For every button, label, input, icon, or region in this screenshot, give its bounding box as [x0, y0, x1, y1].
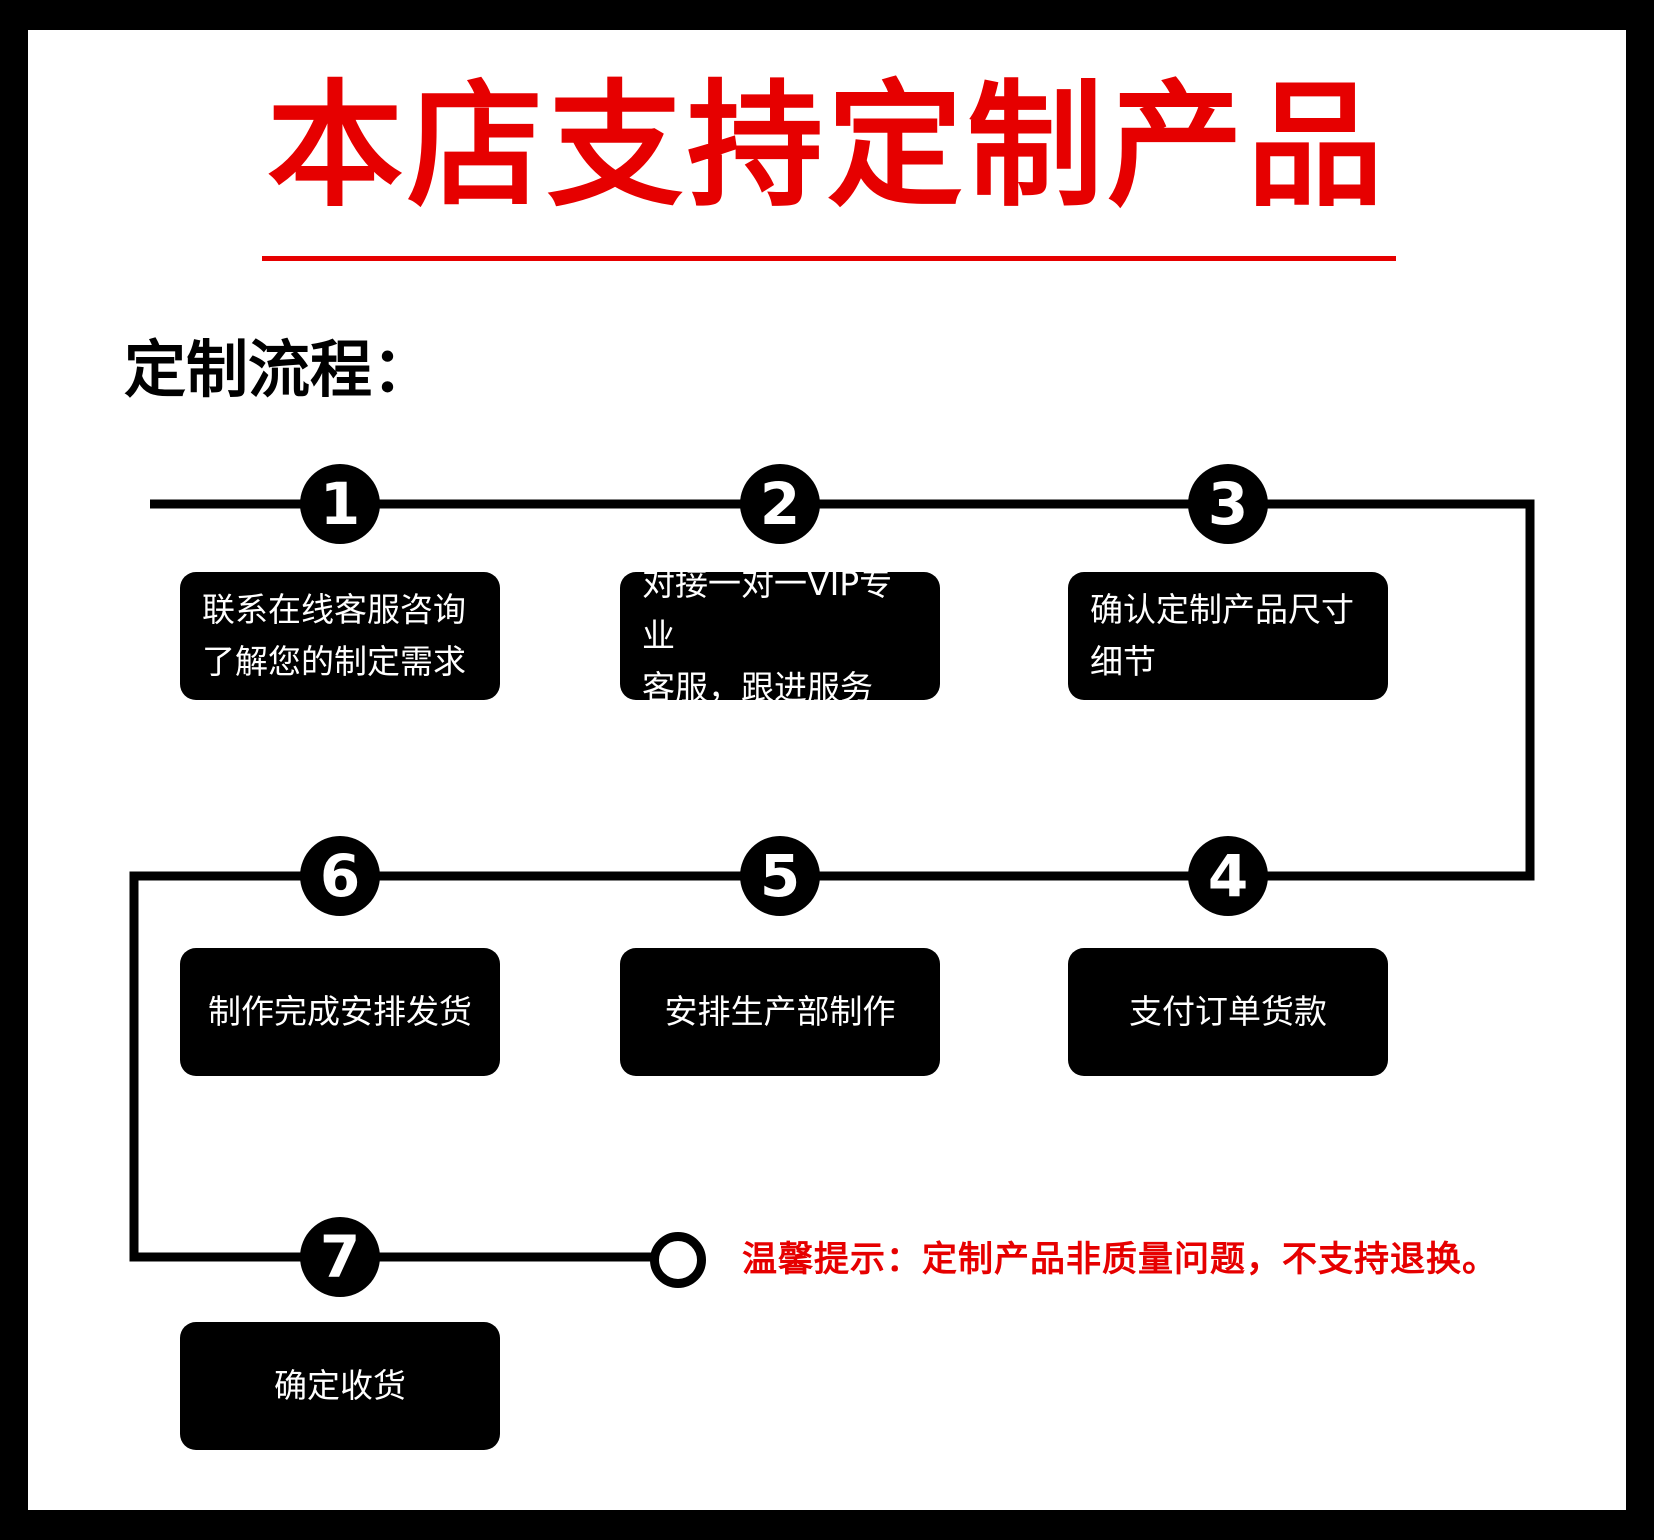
flow-end-node — [650, 1232, 706, 1288]
step-6-text: 制作完成安排发货 — [208, 992, 472, 1031]
flow-line — [129, 499, 1535, 1262]
main-title: 本店支持定制产品 — [267, 68, 1387, 226]
step-7-text: 确定收货 — [274, 1366, 406, 1405]
step-4-number: 4 — [1188, 836, 1268, 916]
step-5-box: 安排生产部制作 — [620, 948, 940, 1076]
step-3-box: 确认定制产品尺寸 细节 — [1068, 572, 1388, 700]
step-5-number: 5 — [740, 836, 820, 916]
step-2-text: 对接一对一VIP专业 客服，跟进服务 — [642, 564, 893, 707]
step-3-number: 3 — [1188, 464, 1268, 544]
step-1-text: 联系在线客服咨询 了解您的制定需求 — [202, 590, 466, 681]
white-panel — [28, 30, 1626, 1510]
step-6-box: 制作完成安排发货 — [180, 948, 500, 1076]
section-heading: 定制流程： — [124, 333, 435, 406]
step-1-number: 1 — [300, 464, 380, 544]
step-4-text: 支付订单货款 — [1129, 992, 1327, 1031]
step-3-text: 确认定制产品尺寸 细节 — [1090, 590, 1354, 681]
step-5-text: 安排生产部制作 — [664, 992, 896, 1031]
step-7-number: 7 — [300, 1217, 380, 1297]
warm-tip: 温馨提示：定制产品非质量问题，不支持退换。 — [742, 1240, 1499, 1280]
step-7-box: 确定收货 — [180, 1322, 500, 1450]
step-4-box: 支付订单货款 — [1068, 948, 1388, 1076]
title-underline — [262, 256, 1396, 261]
step-1-box: 联系在线客服咨询 了解您的制定需求 — [180, 572, 500, 700]
step-2-box: 对接一对一VIP专业 客服，跟进服务 — [620, 564, 940, 707]
step-2-number: 2 — [740, 464, 820, 544]
step-6-number: 6 — [300, 836, 380, 916]
